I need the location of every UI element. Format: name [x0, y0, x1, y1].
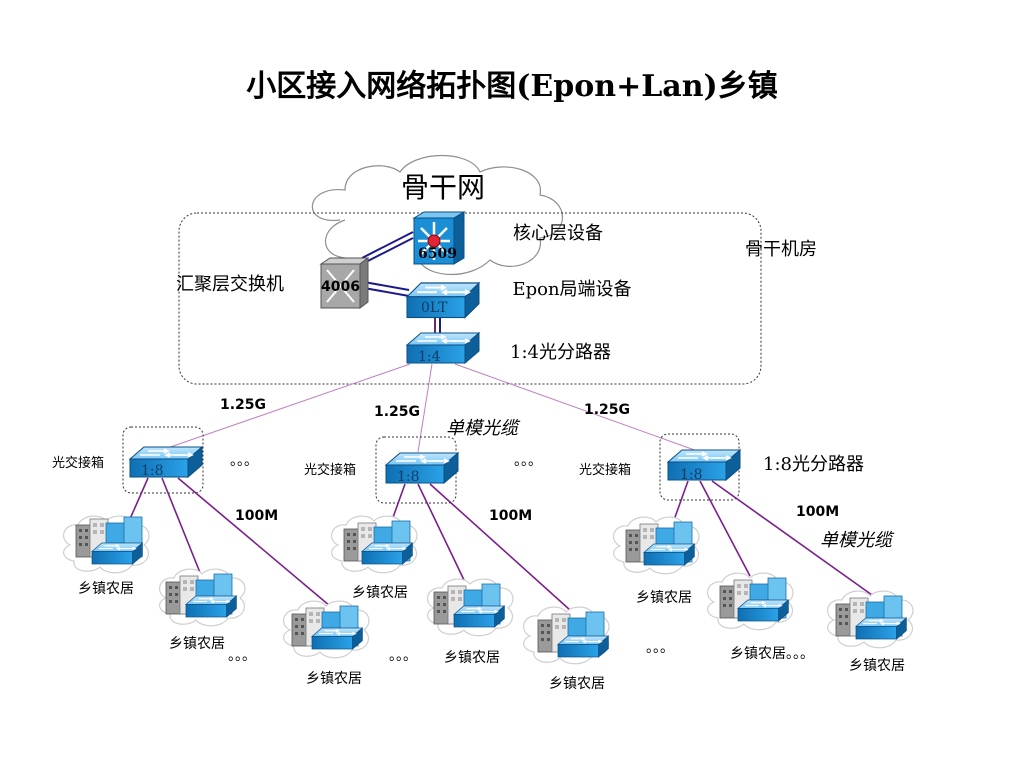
residence-icon-8: [706, 572, 794, 631]
residence-label-5: 乡镇农居: [444, 650, 500, 666]
residence-label-2: 乡镇农居: [169, 636, 225, 652]
drop-speed-2: 100M: [489, 508, 533, 524]
residence-label-6: 乡镇农居: [549, 676, 605, 692]
residence-label-1: 乡镇农居: [78, 581, 134, 597]
residence-icon-3: [282, 600, 370, 659]
olt-device-label: 0LT: [421, 300, 448, 316]
drop-speed-3: 100M: [796, 504, 840, 520]
box-ratio-3: 1:8: [680, 467, 703, 483]
residence-icon-9: [826, 590, 914, 649]
ellipsis-1: 。。。: [230, 453, 258, 469]
ellipsis-2: 。。。: [514, 453, 542, 469]
splitter-1-8-icon-3: [667, 449, 741, 481]
ellipsis-4: 。。。: [389, 648, 417, 664]
olt-label: Epon局端设备: [512, 279, 632, 300]
residence-icon-6: [522, 606, 610, 665]
cable-label-2: 单模光缆: [820, 530, 892, 551]
page-title: 小区接入网络拓扑图(Epon+Lan)乡镇: [246, 69, 778, 104]
splitter-main-label: 1:4光分路器: [510, 342, 611, 363]
box-ratio-2: 1:8: [397, 469, 420, 485]
residence-label-4: 乡镇农居: [352, 585, 408, 601]
aggregation-4006-icon: [319, 257, 370, 309]
trunk-links: [361, 231, 441, 334]
residence-icon-2: [158, 568, 246, 627]
backbone-cloud: [311, 155, 564, 276]
aggregation-label: 汇聚层交换机: [176, 274, 284, 295]
box-ratio-1: 1:8: [141, 463, 164, 479]
residence-icon-5: [426, 578, 514, 637]
cable-label: 单模光缆: [446, 418, 518, 439]
cross-box-frame-1: [122, 426, 204, 494]
link-speed-middle: 1.25G: [374, 404, 421, 420]
link-speed-left: 1.25G: [220, 397, 267, 413]
residence-label-9: 乡镇农居: [849, 658, 905, 674]
residence-label-3: 乡镇农居: [306, 671, 362, 687]
backbone-cloud-label: 骨干网: [401, 171, 486, 204]
cross-box-label-1: 光交接箱: [52, 456, 105, 471]
drop-links: [125, 477, 873, 611]
backbone-room-label: 骨干机房: [745, 239, 817, 260]
residence-label-8: 乡镇农居。。。: [730, 646, 814, 662]
drop-speed-1: 100M: [235, 508, 279, 524]
ellipsis-5: 。。。: [646, 640, 674, 656]
core-label: 核心层设备: [513, 223, 603, 244]
residence-icon-7: [612, 516, 700, 575]
ellipsis-3: 。。。: [228, 648, 256, 664]
residence-icon-1: [62, 515, 150, 574]
residence-label-7: 乡镇农居: [636, 590, 692, 606]
link-speed-right: 1.25G: [584, 402, 631, 418]
splitter-8-label: 1:8光分路器: [763, 454, 864, 475]
cross-box-label-2: 光交接箱: [304, 463, 357, 478]
core-device-label: 6509: [418, 246, 457, 262]
aggregation-device-label: 4006: [321, 279, 360, 295]
residence-icon-4: [330, 515, 418, 574]
core-6509-icon: [412, 211, 466, 265]
cross-box-label-3: 光交接箱: [579, 463, 632, 478]
backbone-room-frame: [178, 212, 762, 385]
splitter-main-ratio: 1:4: [418, 349, 441, 365]
